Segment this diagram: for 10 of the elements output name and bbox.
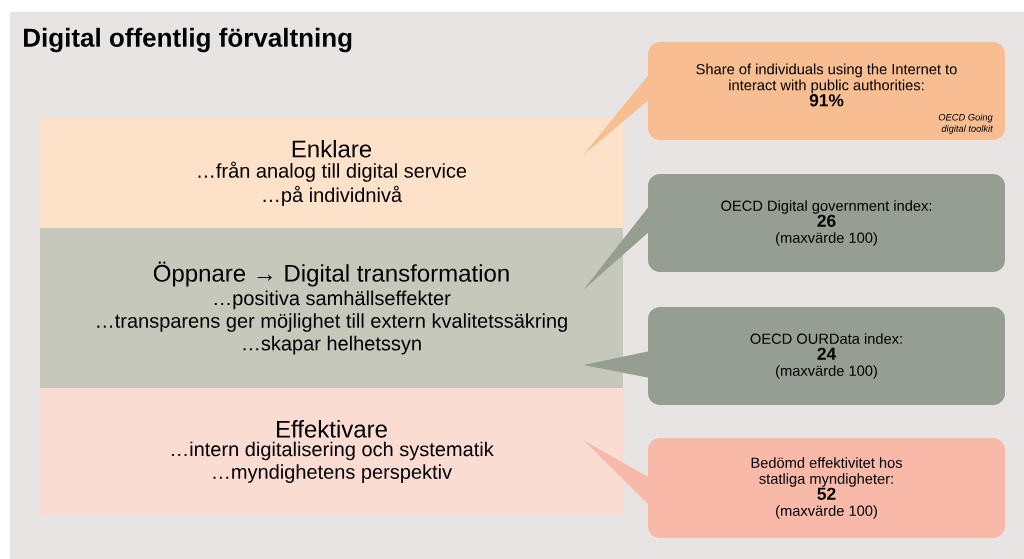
section-band: Enklare …från analog till digital service …på individnivå <box>40 118 623 228</box>
section-band: Effektivare …intern digitalisering och systematik …myndighetens perspektiv <box>40 388 623 515</box>
title: Digital offentlig förvaltning <box>24 27 352 53</box>
callout-tail <box>583 73 650 155</box>
source-note: OECD Going digital toolkit <box>938 113 994 134</box>
callout-bubble: OECD OURData index: 24 (maxvärde 100) <box>648 307 1005 405</box>
section-band: Öppnare → Digital transformation …positiva samhällseffekter …transparens ger möjlighet till extern kvalitetssäkring …skapar helhetssyn <box>40 228 623 388</box>
callout-tail <box>583 351 650 378</box>
callout-tail <box>583 440 650 506</box>
callout-tail <box>583 205 650 290</box>
